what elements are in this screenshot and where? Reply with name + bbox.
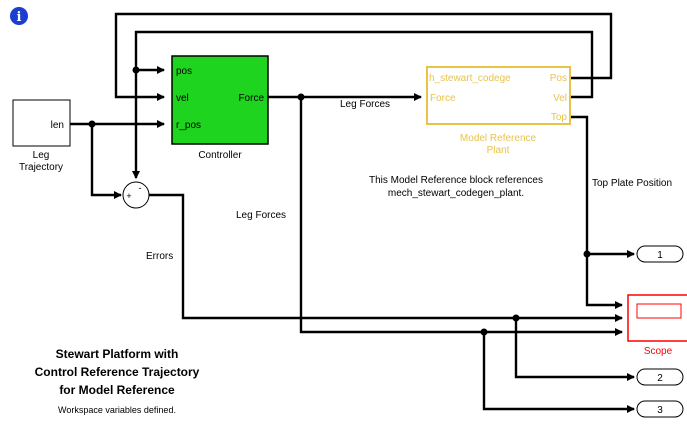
leg-trajectory-port: len [51,120,64,131]
leg-trajectory-name: Leg [33,150,50,161]
outport-1-label: 1 [657,250,663,261]
plant-note: This Model Reference block references [369,175,543,186]
wire-out3[interactable] [482,332,635,413]
plant-name-2: Plant [487,145,510,156]
signal-label-errors: Errors [146,251,173,262]
plant-note-2: mech_stewart_codegen_plant. [388,188,524,199]
outport-2-label: 2 [657,373,663,384]
model-title: Stewart Platform with [56,347,179,361]
svg-text:i: i [17,10,22,25]
plant-out-pos: Pos [550,73,567,84]
leg-trajectory-block[interactable]: len [12,99,71,147]
plant-out-top: Top [551,112,568,123]
signal-label-top-plate: Top Plate Position [592,178,672,189]
controller-block[interactable]: pos vel r_pos Force [171,55,269,145]
model-title-3: for Model Reference [59,383,175,397]
scope-name: Scope [644,346,673,357]
wire-out2[interactable] [514,318,635,381]
controller-out-force: Force [238,93,264,104]
sum-sign-plus: + [126,191,131,201]
outport-3[interactable]: 3 [636,400,684,418]
wire-trajectory-sum[interactable] [90,124,122,199]
model-title-2: Control Reference Trajectory [35,365,200,379]
controller-name: Controller [198,150,242,161]
wire-top-scope[interactable] [570,115,623,309]
plant-model-name: h_stewart_codege [429,73,511,84]
outport-1[interactable]: 1 [636,245,684,263]
sum-block[interactable]: - + [122,181,150,209]
wire-errors[interactable] [149,193,623,322]
plant-out-vel: Vel [553,93,567,104]
plant-name: Model Reference [460,133,537,144]
model-reference-plant-block[interactable]: h_stewart_codege Force Pos Vel Top [426,66,571,125]
controller-in-vel: vel [176,93,189,104]
plant-in-force: Force [430,93,456,104]
outport-3-label: 3 [657,405,663,416]
signal-label-leg-forces: Leg Forces [340,99,390,110]
sum-sign-minus: - [139,183,142,193]
workspace-note: Workspace variables defined. [58,405,176,415]
wire-vel-feedback[interactable] [134,30,594,99]
scope-block[interactable] [627,294,687,342]
controller-in-rpos: r_pos [176,120,201,131]
wire-pos-feedback[interactable] [114,12,613,101]
controller-in-pos: pos [176,66,192,77]
leg-trajectory-name-2: Trajectory [19,162,63,173]
signal-label-leg-forces-2: Leg Forces [236,210,286,221]
info-icon[interactable]: i [10,7,28,25]
outport-2[interactable]: 2 [636,368,684,386]
